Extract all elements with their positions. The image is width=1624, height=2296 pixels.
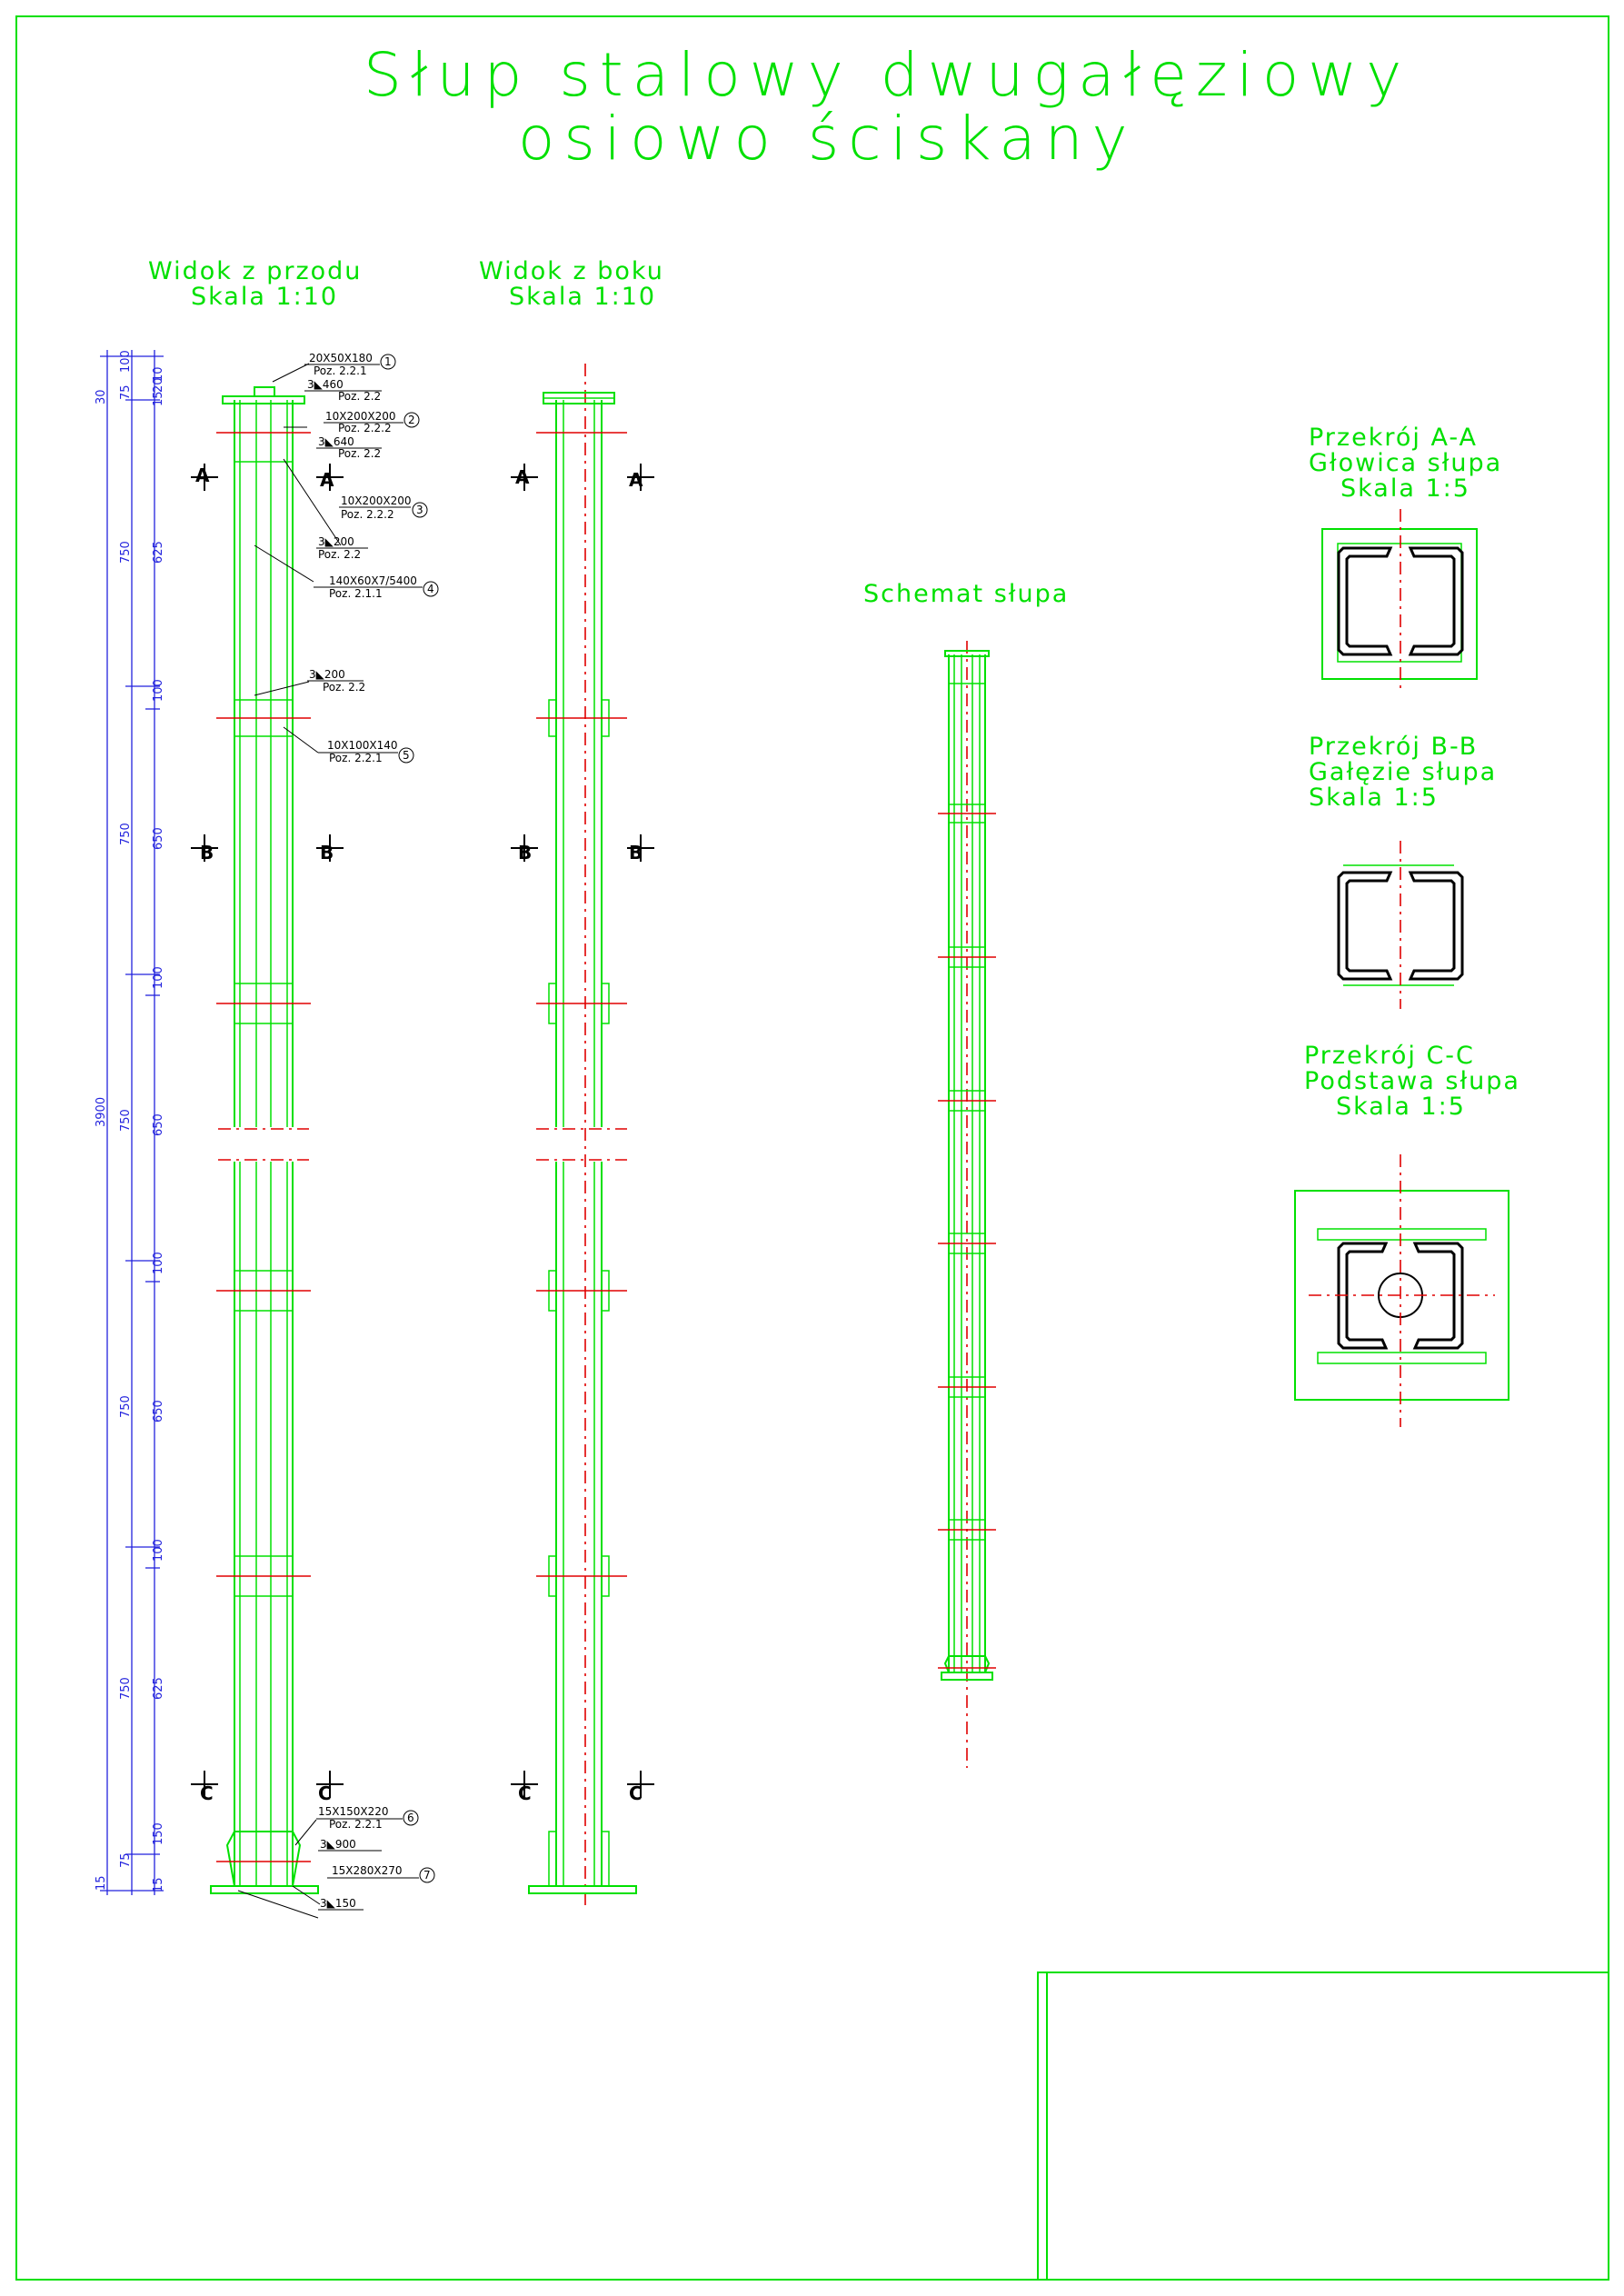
dim-outer-bot75: 75 — [119, 1852, 133, 1868]
cut-marker-c-right: C — [318, 1782, 332, 1804]
part-annotations: 20X50X180 Poz. 2.2.1 1 3◣460 Poz. 2.2 10… — [304, 352, 439, 1911]
dim-inner-h: 100 — [152, 1539, 165, 1562]
dim-inner-i: 625 — [152, 1677, 165, 1700]
schema-title: Schemat słupa — [863, 580, 1069, 608]
section-bb-subtitle: Gałęzie słupa — [1309, 758, 1497, 786]
dim-outer-top75: 75 — [119, 384, 133, 400]
side-view-title: Widok z boku — [479, 257, 664, 285]
section-aa — [1321, 509, 1478, 691]
part-6-size: 15X150X220 — [318, 1805, 389, 1818]
part-3-size: 10X200X200 — [341, 494, 412, 507]
side-view: A A B B C C — [511, 364, 654, 1909]
side-cut-b-left: B — [518, 842, 532, 863]
dim-outer-s5: 750 — [119, 1677, 133, 1700]
title-block — [1037, 1972, 1609, 2281]
drawing-title-line1: Słup stalowy dwugałęziowy — [364, 40, 1410, 110]
part-7-number: 7 — [423, 1869, 431, 1882]
weld-900: 3◣900 — [320, 1838, 356, 1851]
weld-150: 3◣150 — [320, 1897, 356, 1910]
part-1-ref: Poz. 2.2.1 — [314, 364, 367, 377]
cut-marker-b-right: B — [320, 842, 334, 863]
side-cut-c-left: C — [518, 1782, 532, 1804]
section-aa-scale: Skala 1:5 — [1340, 474, 1470, 503]
cut-marker-a-left: A — [195, 464, 210, 486]
column-schema — [938, 641, 996, 1768]
part-1-size: 20X50X180 — [309, 352, 373, 364]
side-cut-a-left: A — [515, 466, 530, 488]
section-cc — [1294, 1154, 1509, 1427]
cut-marker-c-left: C — [200, 1782, 214, 1804]
dim-inner-j: 150 — [152, 1822, 165, 1845]
dimension-lines: 3900 30 75 10 750 750 750 750 750 75 15 … — [95, 350, 165, 1895]
side-view-scale: Skala 1:10 — [509, 283, 656, 311]
section-cc-title: Przekrój C-C — [1304, 1042, 1475, 1070]
section-bb-scale: Skala 1:5 — [1309, 784, 1439, 812]
part-6-number: 6 — [407, 1812, 414, 1824]
cut-marker-a-right: A — [320, 469, 334, 491]
dim-total: 3900 — [95, 1097, 108, 1127]
drawing-title-line2: osiowo ściskany — [518, 104, 1137, 174]
part-1-number: 1 — [384, 355, 392, 368]
side-cut-a-right: A — [629, 469, 643, 491]
weld-200-a: 3◣200 — [318, 535, 354, 548]
dim-outer-s4: 750 — [119, 1395, 133, 1418]
part-4-number: 4 — [427, 583, 434, 595]
section-aa-subtitle: Głowica słupa — [1309, 449, 1502, 477]
weld-200-a-ref: Poz. 2.2 — [318, 548, 361, 561]
cut-marker-b-left: B — [200, 842, 214, 863]
section-bb — [1337, 841, 1464, 1009]
dim-outer-s1: 750 — [119, 541, 133, 564]
weld-200-b-ref: Poz. 2.2 — [323, 681, 365, 694]
part-4-size: 140X60X7/5400 — [329, 574, 417, 587]
dim-inner-top100: 100 — [119, 350, 133, 373]
dim-inner-a: 625 — [152, 541, 165, 564]
section-bb-title: Przekrój B-B — [1309, 733, 1478, 761]
front-cut-markers: A A B B C C — [191, 464, 344, 1804]
weld-640-ref: Poz. 2.2 — [338, 447, 381, 460]
side-cut-b-right: B — [629, 842, 643, 863]
weld-640: 3◣640 — [318, 435, 354, 448]
part-2-number: 2 — [408, 414, 415, 426]
weld-460-ref: Poz. 2.2 — [338, 390, 381, 403]
side-cut-c-right: C — [629, 1782, 643, 1804]
sheet-frame — [15, 15, 1609, 2281]
dim-inner-b: 100 — [152, 679, 165, 702]
dim-inner-c: 650 — [152, 827, 165, 850]
dim-inner-top20: 20 — [152, 377, 165, 393]
dim-inner-g: 650 — [152, 1400, 165, 1423]
part-2-size: 10X200X200 — [325, 410, 396, 423]
dim-inner-k: 15 — [152, 1877, 165, 1892]
part-5-size: 10X100X140 — [327, 739, 398, 752]
part-5-number: 5 — [403, 749, 410, 762]
weld-460: 3◣460 — [307, 378, 344, 391]
part-3-number: 3 — [416, 504, 423, 516]
dim-inner-e: 650 — [152, 1113, 165, 1136]
part-4-ref: Poz. 2.1.1 — [329, 587, 383, 600]
dim-outer-top10: 10 — [152, 366, 165, 382]
front-view — [210, 363, 342, 1919]
part-6-ref: Poz. 2.2.1 — [329, 1818, 383, 1831]
dim-outer-s3: 750 — [119, 1109, 133, 1132]
section-cc-subtitle: Podstawa słupa — [1304, 1067, 1520, 1095]
front-view-title: Widok z przodu — [148, 257, 362, 285]
part-2-ref: Poz. 2.2.2 — [338, 422, 392, 434]
weld-200-b: 3◣200 — [309, 668, 345, 681]
part-7-size: 15X280X270 — [332, 1864, 403, 1877]
dim-outer-s2: 750 — [119, 823, 133, 845]
part-3-ref: Poz. 2.2.2 — [341, 508, 394, 521]
dim-inner-f: 100 — [152, 1252, 165, 1274]
part-5-ref: Poz. 2.2.1 — [329, 752, 383, 764]
dim-inner-d: 100 — [152, 966, 165, 989]
dim-outer-top30: 30 — [95, 389, 108, 404]
section-aa-title: Przekrój A-A — [1309, 424, 1478, 452]
section-cc-scale: Skala 1:5 — [1336, 1093, 1466, 1121]
dim-inner-top15: 15 — [152, 391, 165, 406]
front-view-scale: Skala 1:10 — [191, 283, 338, 311]
dim-outer-bot15: 15 — [95, 1875, 108, 1891]
